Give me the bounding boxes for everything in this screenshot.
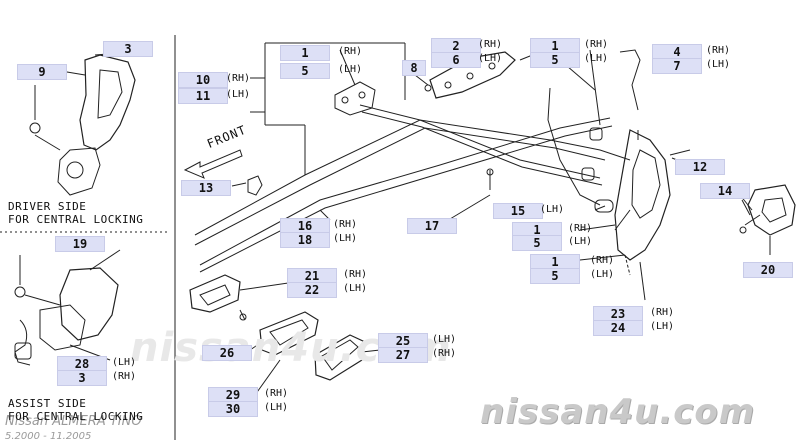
callout-10: 10: [178, 72, 228, 88]
tag-lh: (LH): [650, 321, 675, 332]
callout-1: 1: [280, 45, 330, 61]
callout-3: 3: [57, 370, 107, 386]
tag-rh: (RH): [264, 388, 289, 399]
tag-rh: (RH): [590, 255, 615, 266]
inner-handle-bracket: [334, 81, 376, 116]
clip-13: [247, 175, 263, 196]
screw-assist: [14, 286, 26, 298]
tag-rh: (RH): [112, 371, 137, 382]
assist-lock-body: [59, 267, 119, 341]
tag-rh: (RH): [584, 39, 609, 50]
tag-lh: (LH): [343, 283, 368, 294]
tag-lh: (LH): [590, 269, 615, 280]
striker: [747, 184, 796, 236]
callout-20: 20: [743, 262, 793, 278]
tag-lh: (LH): [478, 53, 503, 64]
assist-central-locking-label: FOR CENTRAL LOCKING: [8, 410, 144, 423]
callout-15: 15: [493, 203, 543, 219]
callout-24: 24: [593, 320, 643, 336]
callout-7: 7: [652, 58, 702, 74]
assist-side-label: ASSIST SIDE: [8, 397, 87, 410]
bezel: [314, 334, 366, 381]
tag-rh: (RH): [650, 307, 675, 318]
callout-5: 5: [530, 268, 580, 284]
callout-5: 5: [280, 63, 330, 79]
tag-rh: (RH): [333, 219, 358, 230]
date-caption: 5.2000 - 11.2005: [5, 431, 92, 442]
callout-5: 5: [530, 52, 580, 68]
callout-18: 18: [280, 232, 330, 248]
callout-17: 17: [407, 218, 457, 234]
inner-handle: [189, 274, 241, 313]
callout-23: 23: [593, 306, 643, 322]
tag-lh: (LH): [338, 64, 363, 75]
tag-rh: (RH): [338, 46, 363, 57]
assist-actuator: [39, 304, 86, 351]
connector: [14, 342, 32, 360]
driver-lock-body: [79, 54, 136, 151]
screw-9: [29, 122, 41, 134]
escutcheon: [259, 311, 319, 356]
tag-lh: (LH): [432, 334, 457, 345]
tag-lh: (LH): [584, 53, 609, 64]
tag-rh: (RH): [226, 73, 251, 84]
tag-lh: (LH): [112, 357, 137, 368]
callout-9: 9: [17, 64, 67, 80]
tag-lh: (LH): [226, 89, 251, 100]
callout-12: 12: [675, 159, 725, 175]
watermark-bottom: nissan4u.com: [480, 392, 756, 432]
tag-lh: (LH): [333, 233, 358, 244]
callout-13: 13: [181, 180, 231, 196]
callout-2: 2: [431, 38, 481, 54]
callout-30: 30: [208, 401, 258, 417]
tag-lh: (LH): [264, 402, 289, 413]
main-latch: [614, 129, 671, 261]
tag-lh: (LH): [540, 204, 565, 215]
screw-8: [424, 84, 432, 92]
tag-rh: (RH): [432, 348, 457, 359]
clip-15: [594, 199, 614, 213]
tag-rh: (RH): [706, 45, 731, 56]
callout-19: 19: [55, 236, 105, 252]
callout-11: 11: [178, 88, 228, 104]
callout-5: 5: [512, 235, 562, 251]
tag-rh: (RH): [478, 39, 503, 50]
driver-central-locking-label: FOR CENTRAL LOCKING: [8, 213, 144, 226]
rod-upper: [194, 119, 631, 236]
callout-14: 14: [700, 183, 750, 199]
callout-8: 8: [402, 60, 426, 76]
tag-lh: (LH): [706, 59, 731, 70]
callout-6: 6: [431, 52, 481, 68]
driver-side-label: DRIVER SIDE: [8, 200, 87, 213]
tag-rh: (RH): [568, 223, 593, 234]
tag-lh: (LH): [568, 236, 593, 247]
rod-4-7: [619, 49, 641, 111]
callout-27: 27: [378, 347, 428, 363]
model-caption: Nissan ALMERA TINO: [5, 414, 142, 429]
callout-22: 22: [287, 282, 337, 298]
screw-17: [486, 168, 494, 176]
callout-26: 26: [202, 345, 252, 361]
driver-actuator: [57, 147, 101, 196]
clip: [589, 127, 603, 141]
tag-rh: (RH): [343, 269, 368, 280]
front-arrow-shape: [183, 149, 243, 179]
callout-3: 3: [103, 41, 153, 57]
